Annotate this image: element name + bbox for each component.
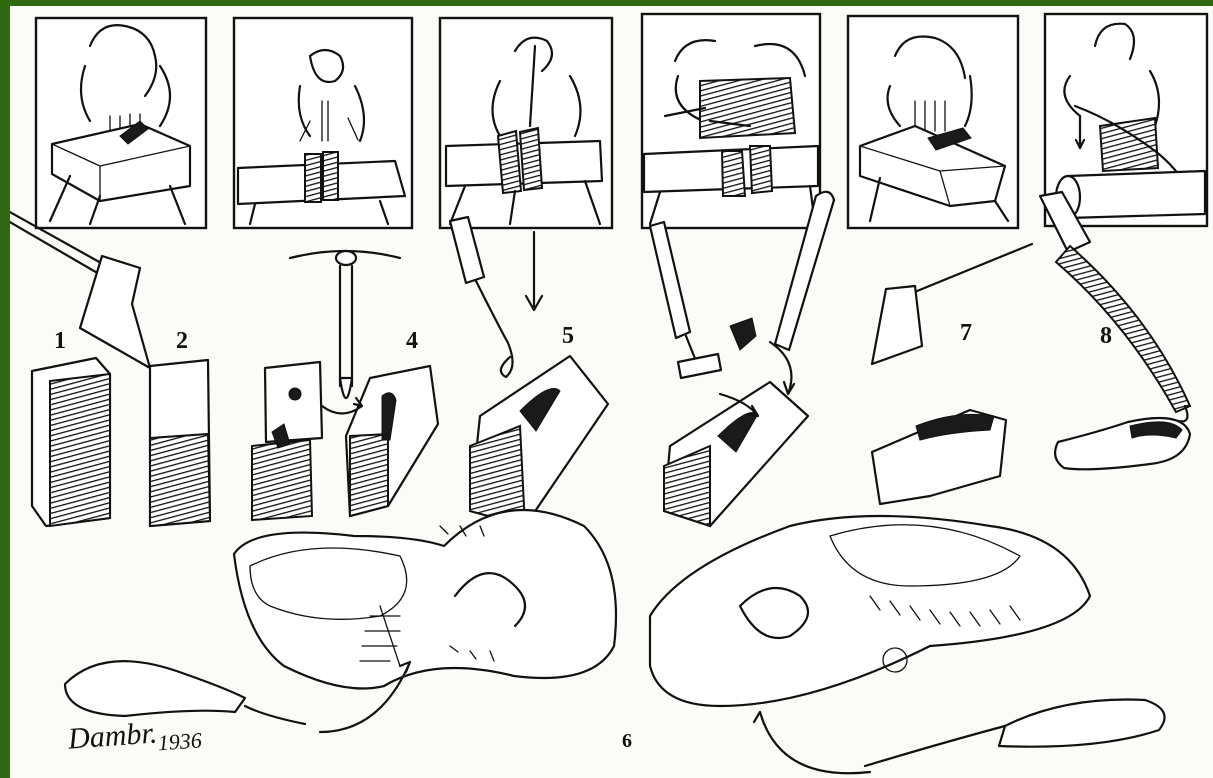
panel-1-worker-splitting-log — [36, 18, 206, 228]
panel-2-worker-boring-block — [234, 18, 412, 228]
mallet-icon — [650, 222, 721, 378]
clog-icon — [872, 410, 1006, 504]
panel-6-worker-knifing — [1045, 14, 1207, 226]
small-axe-icon — [872, 244, 1032, 364]
clog-making-illustration — [10, 6, 1213, 778]
clog-finished-icon — [1055, 418, 1190, 469]
step-label-6: 6 — [622, 731, 632, 751]
signature-name: Dambr. — [67, 716, 158, 755]
step-label-4: 4 — [406, 329, 418, 353]
illustration-sheet: 1 2 4 5 7 8 6 Dambr.1936 — [10, 6, 1213, 778]
spoon-bit-icon — [450, 217, 542, 377]
step-5-hollowed-block — [470, 356, 608, 526]
carving-knife-right — [865, 700, 1165, 766]
step-label-5: 5 — [562, 324, 574, 348]
step-label-7: 7 — [960, 321, 972, 345]
large-carved-clog-left — [234, 510, 616, 689]
step-1-split-block — [32, 358, 110, 526]
step-label-8: 8 — [1100, 324, 1112, 348]
panel-3-worker-hollowing — [440, 18, 612, 228]
panel-5-worker-shaping — [848, 16, 1018, 228]
step-label-2: 2 — [176, 329, 188, 353]
signature-year: 1936 — [157, 727, 203, 755]
step-2-rough-block — [150, 360, 210, 526]
large-carved-clog-right — [650, 516, 1090, 706]
axe-icon — [10, 211, 150, 368]
step-label-1: 1 — [54, 329, 66, 353]
panel-4-worker-carving — [642, 14, 820, 228]
